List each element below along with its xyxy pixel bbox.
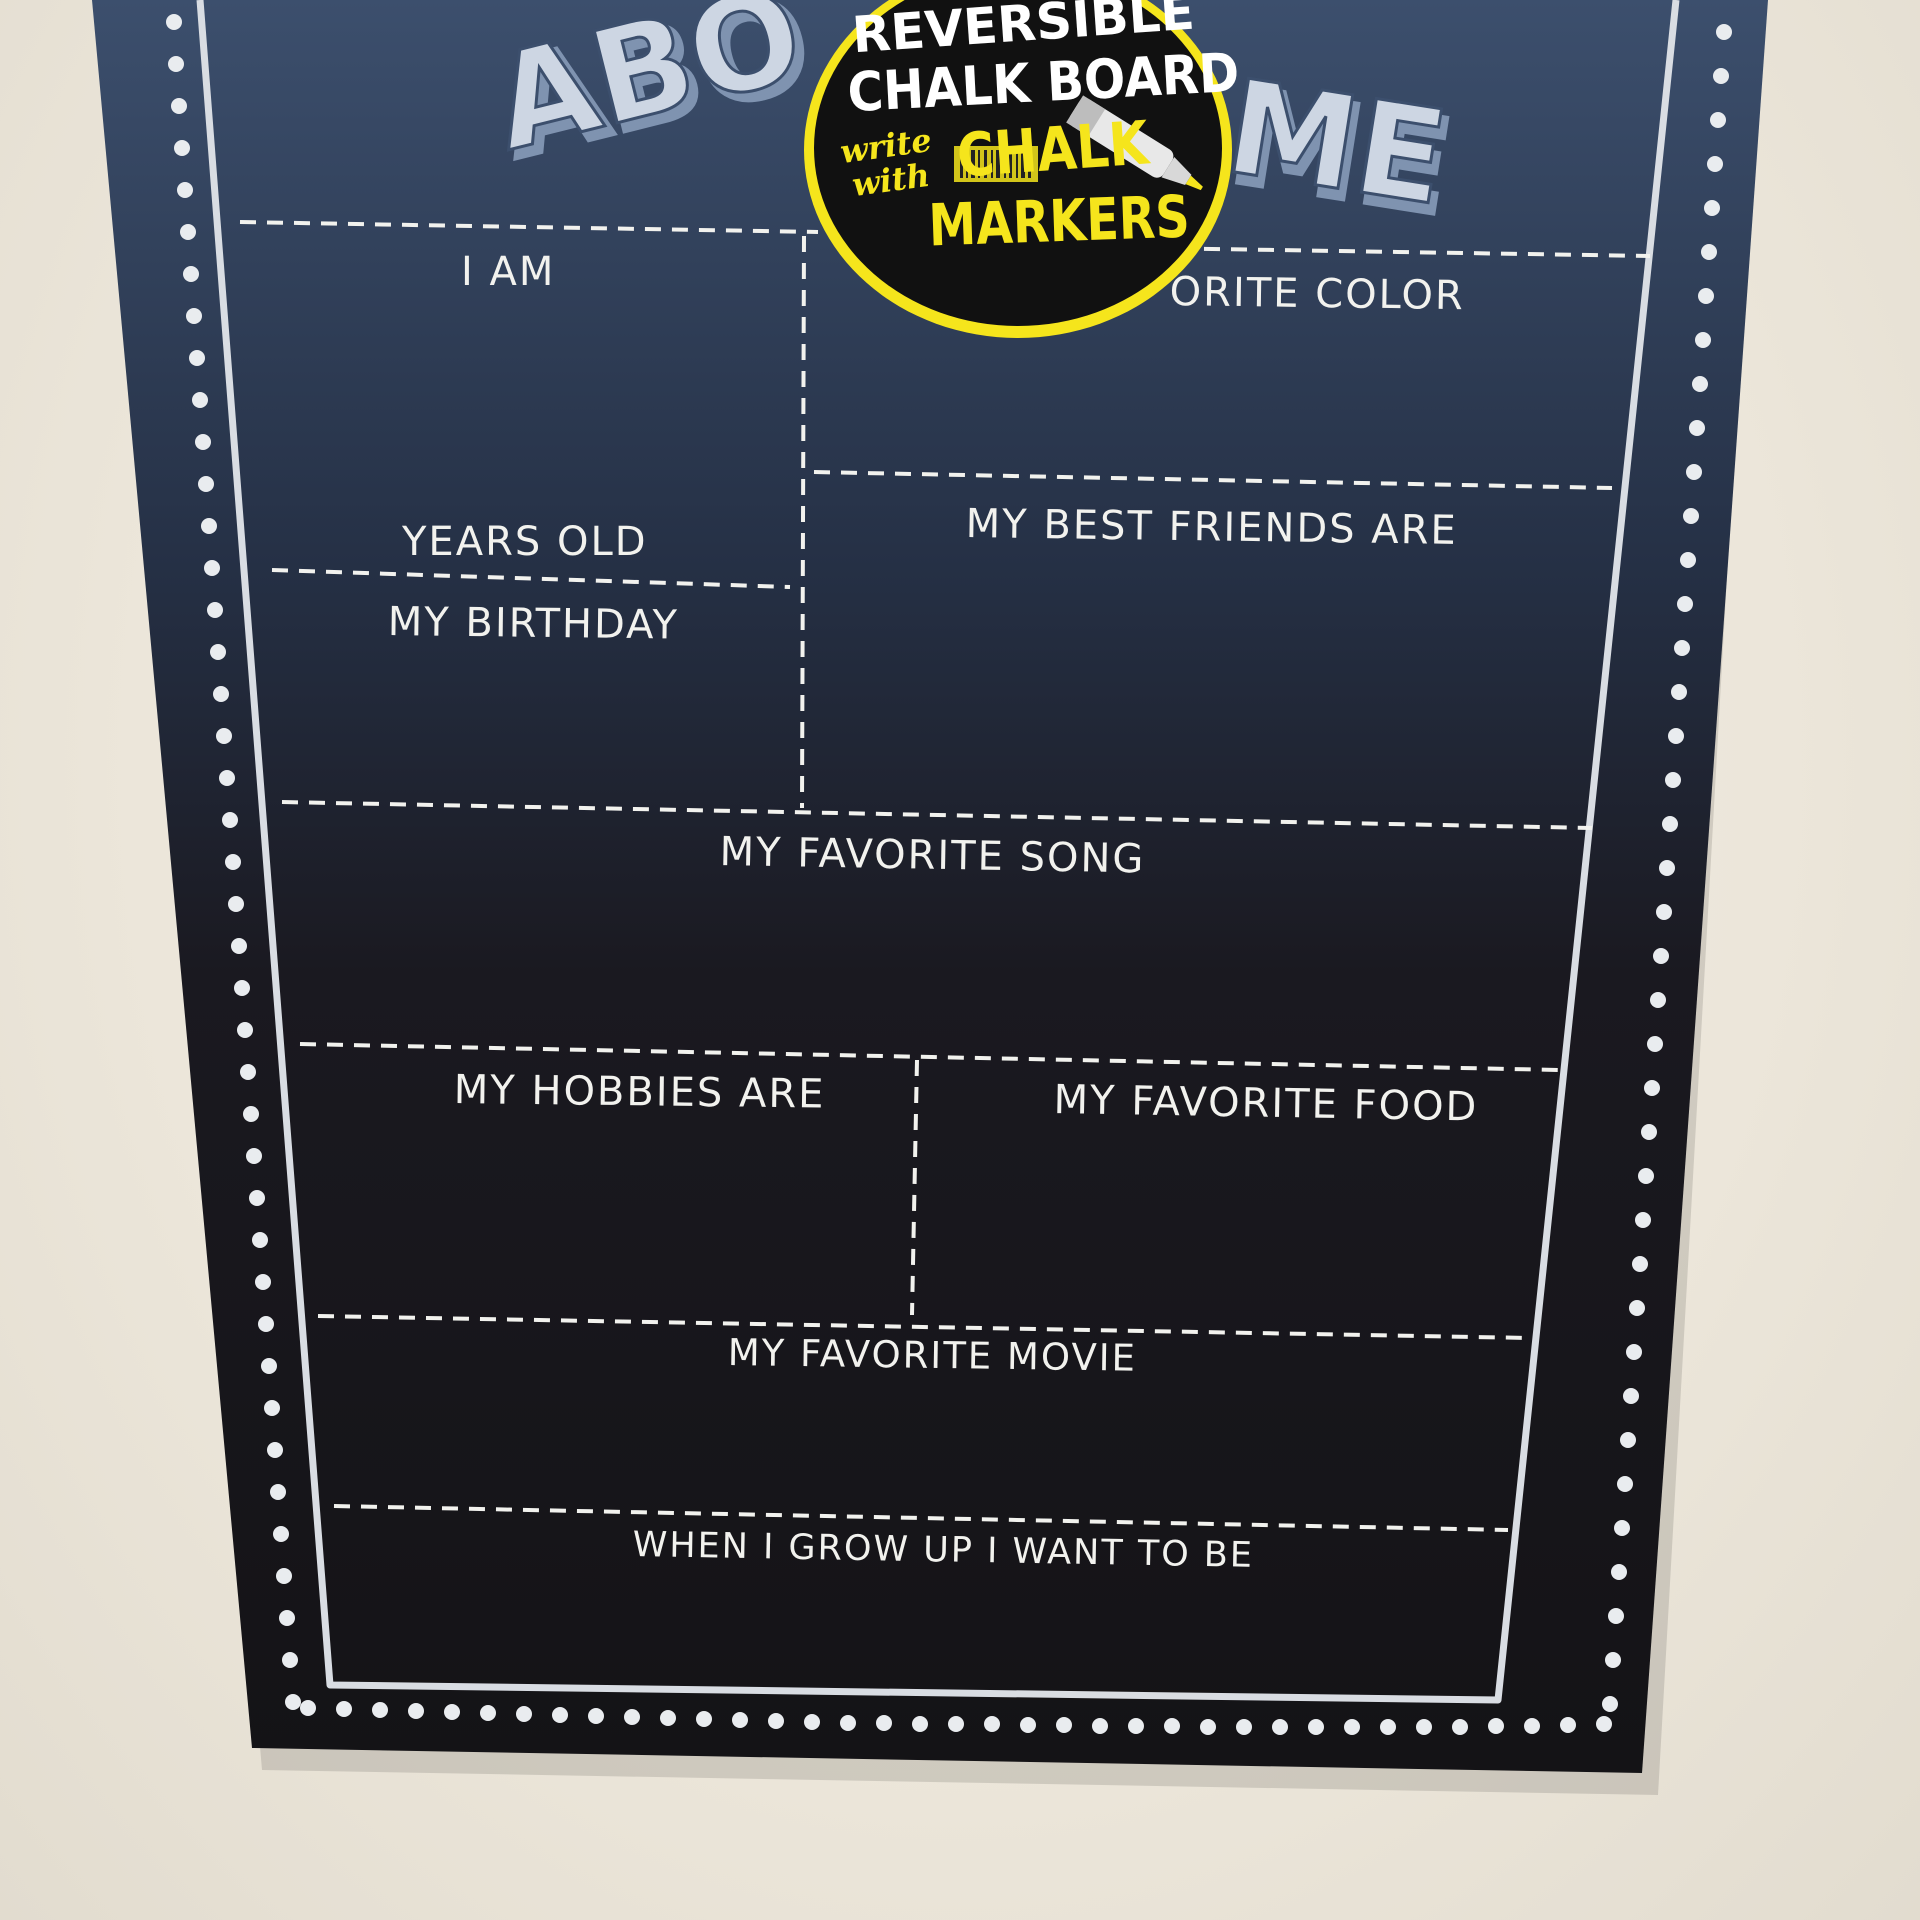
dashed-dividers (239, 220, 1651, 1532)
label-years-old: YEARS OLD (402, 519, 648, 565)
sticker-word-with: with (849, 155, 933, 205)
label-best-friends: MY BEST FRIENDS ARE (965, 501, 1459, 554)
inner-frame (196, 0, 1680, 1704)
sticker-line-chalk: CHALK (954, 108, 1151, 192)
product-sticker: REVERSIBLE CHALK BOARD write with CHALK … (800, 0, 1241, 346)
barcode-icon (954, 146, 1038, 182)
dot-border-left (166, 14, 301, 1710)
dot-border-bottom (300, 1700, 1612, 1735)
chalkboard (92, 0, 1768, 1773)
svg-text:ME: ME (1217, 50, 1456, 234)
chalk-marker-icon (1066, 95, 1203, 191)
label-birthday: MY BIRTHDAY (387, 599, 680, 649)
label-i-am: I AM (461, 249, 556, 295)
dot-border-right (1602, 24, 1732, 1712)
label-favorite-movie: MY FAVORITE MOVIE (727, 1331, 1138, 1380)
label-favorite-food: MY FAVORITE FOOD (1053, 1077, 1479, 1131)
sticker-line-markers: MARKERS (927, 182, 1191, 260)
label-favorite-song: MY FAVORITE SONG (719, 829, 1146, 883)
sticker-badge (804, 0, 1232, 338)
svg-text:ME: ME (1222, 60, 1461, 244)
label-hobbies: MY HOBBIES ARE (453, 1067, 826, 1118)
